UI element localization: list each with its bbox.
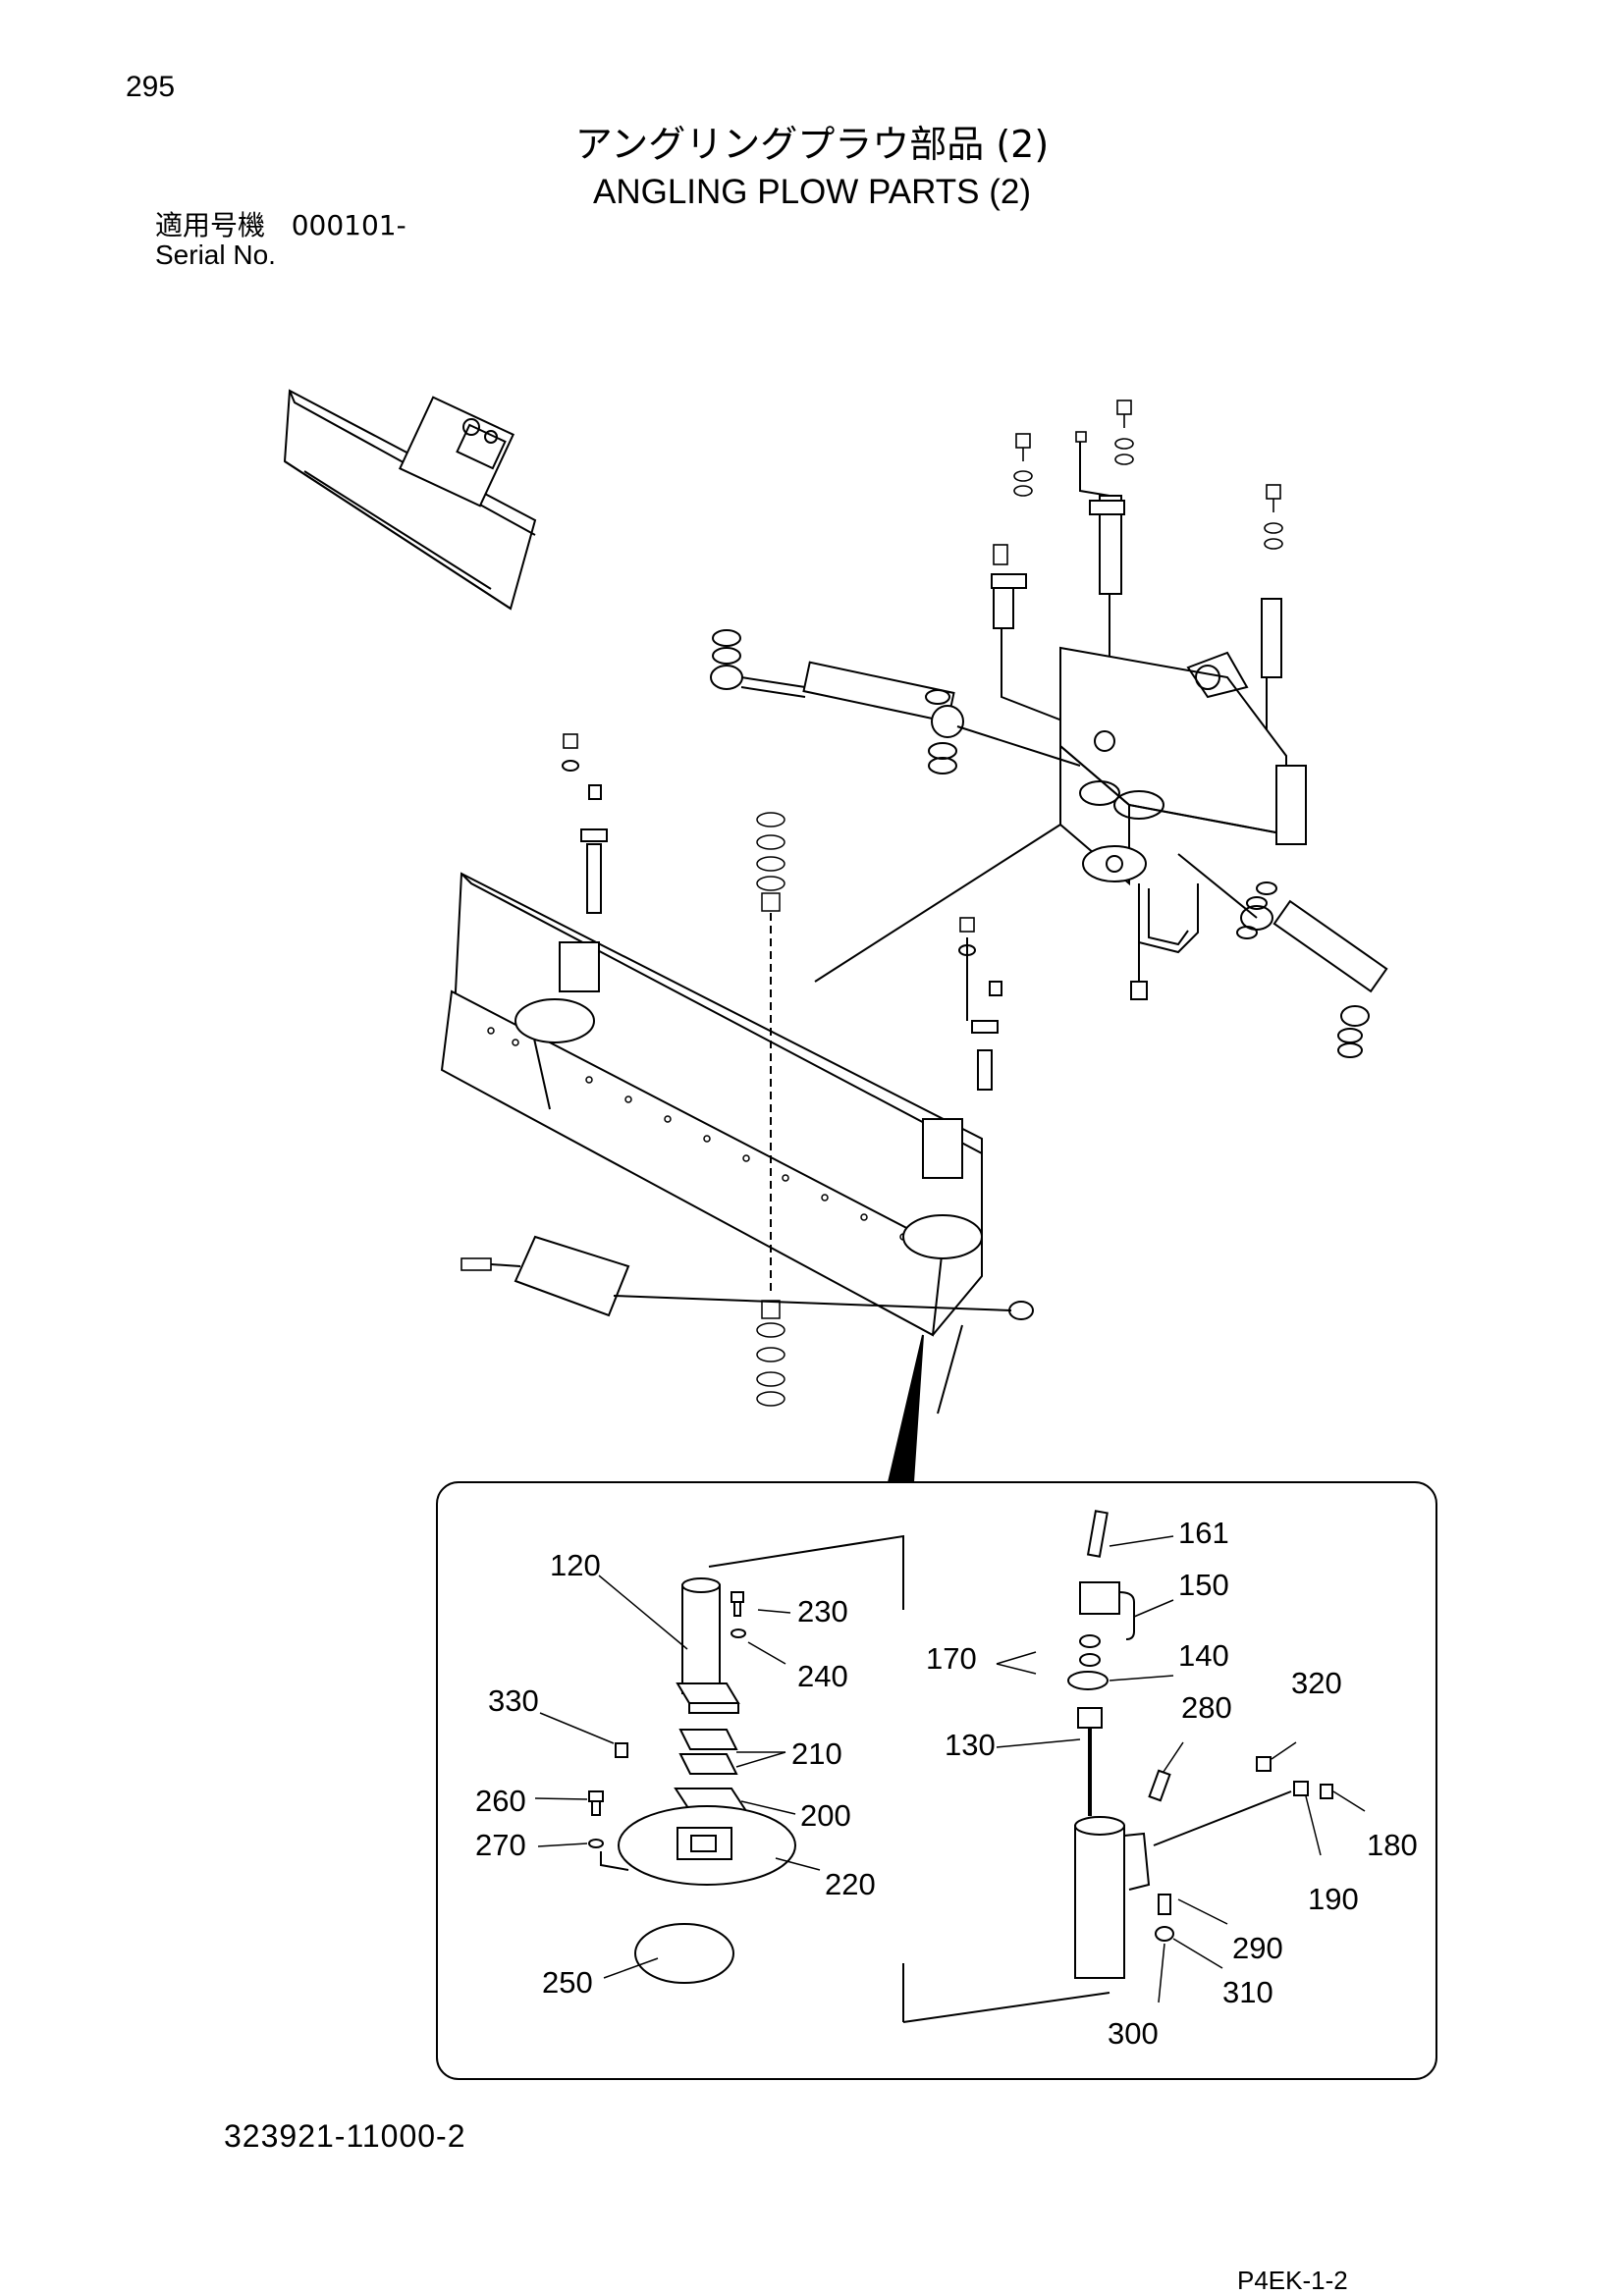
serial-number-value: 000101- bbox=[291, 209, 406, 241]
callout-200: 200 bbox=[800, 1798, 851, 1833]
callout-161: 161 bbox=[1178, 1516, 1229, 1550]
detail-left-assembly bbox=[588, 1534, 904, 1984]
callout-240: 240 bbox=[797, 1659, 848, 1693]
callout-260: 260 bbox=[475, 1784, 526, 1818]
callout-250: 250 bbox=[542, 1965, 593, 2000]
callout-230: 230 bbox=[797, 1594, 848, 1629]
callout-120: 120 bbox=[550, 1548, 601, 1582]
callout-330: 330 bbox=[488, 1683, 539, 1718]
serial-label-japanese: 適用号機 000101- bbox=[155, 204, 406, 243]
page-number: 295 bbox=[126, 71, 176, 103]
serial-label-jp-text: 適用号機 bbox=[155, 209, 266, 241]
callout-210: 210 bbox=[791, 1736, 842, 1771]
callout-270: 270 bbox=[475, 1828, 526, 1862]
detail-pointer-arrow bbox=[887, 1334, 924, 1483]
callout-labels: 120 230 240 330 210 200 260 270 220 250 … bbox=[475, 1516, 1418, 2051]
callout-130: 130 bbox=[945, 1728, 996, 1762]
page-title-japanese: アングリングプラウ部品 (2) bbox=[574, 123, 1050, 166]
drawing-code: 323921-11000-2 bbox=[224, 2118, 466, 2154]
page-code: P4EK-1-2 bbox=[1237, 2266, 1348, 2295]
serial-label-english: Serial No. bbox=[155, 240, 276, 270]
left-cylinder bbox=[710, 629, 1081, 774]
detail-right-assembly bbox=[902, 1510, 1333, 2023]
callout-290: 290 bbox=[1232, 1931, 1283, 1965]
thumbnail-plow-illustration bbox=[283, 389, 537, 611]
blade-assembly bbox=[440, 733, 1061, 1415]
callout-180: 180 bbox=[1367, 1828, 1418, 1862]
callout-300: 300 bbox=[1108, 2016, 1159, 2051]
callout-150: 150 bbox=[1178, 1568, 1229, 1602]
top-bolts bbox=[993, 400, 1283, 565]
callout-170: 170 bbox=[926, 1641, 977, 1676]
page-title-english: ANGLING PLOW PARTS (2) bbox=[592, 173, 1031, 211]
callout-280: 280 bbox=[1181, 1690, 1232, 1725]
callout-140: 140 bbox=[1178, 1638, 1229, 1673]
right-cylinder bbox=[1177, 853, 1388, 1058]
callout-320: 320 bbox=[1291, 1666, 1342, 1700]
main-exploded-view bbox=[710, 400, 1388, 1058]
callout-leaders bbox=[534, 1535, 1366, 2003]
callout-190: 190 bbox=[1308, 1882, 1359, 1916]
detail-box bbox=[436, 1481, 1437, 2080]
callout-310: 310 bbox=[1222, 1975, 1273, 2009]
callout-220: 220 bbox=[825, 1867, 876, 1901]
